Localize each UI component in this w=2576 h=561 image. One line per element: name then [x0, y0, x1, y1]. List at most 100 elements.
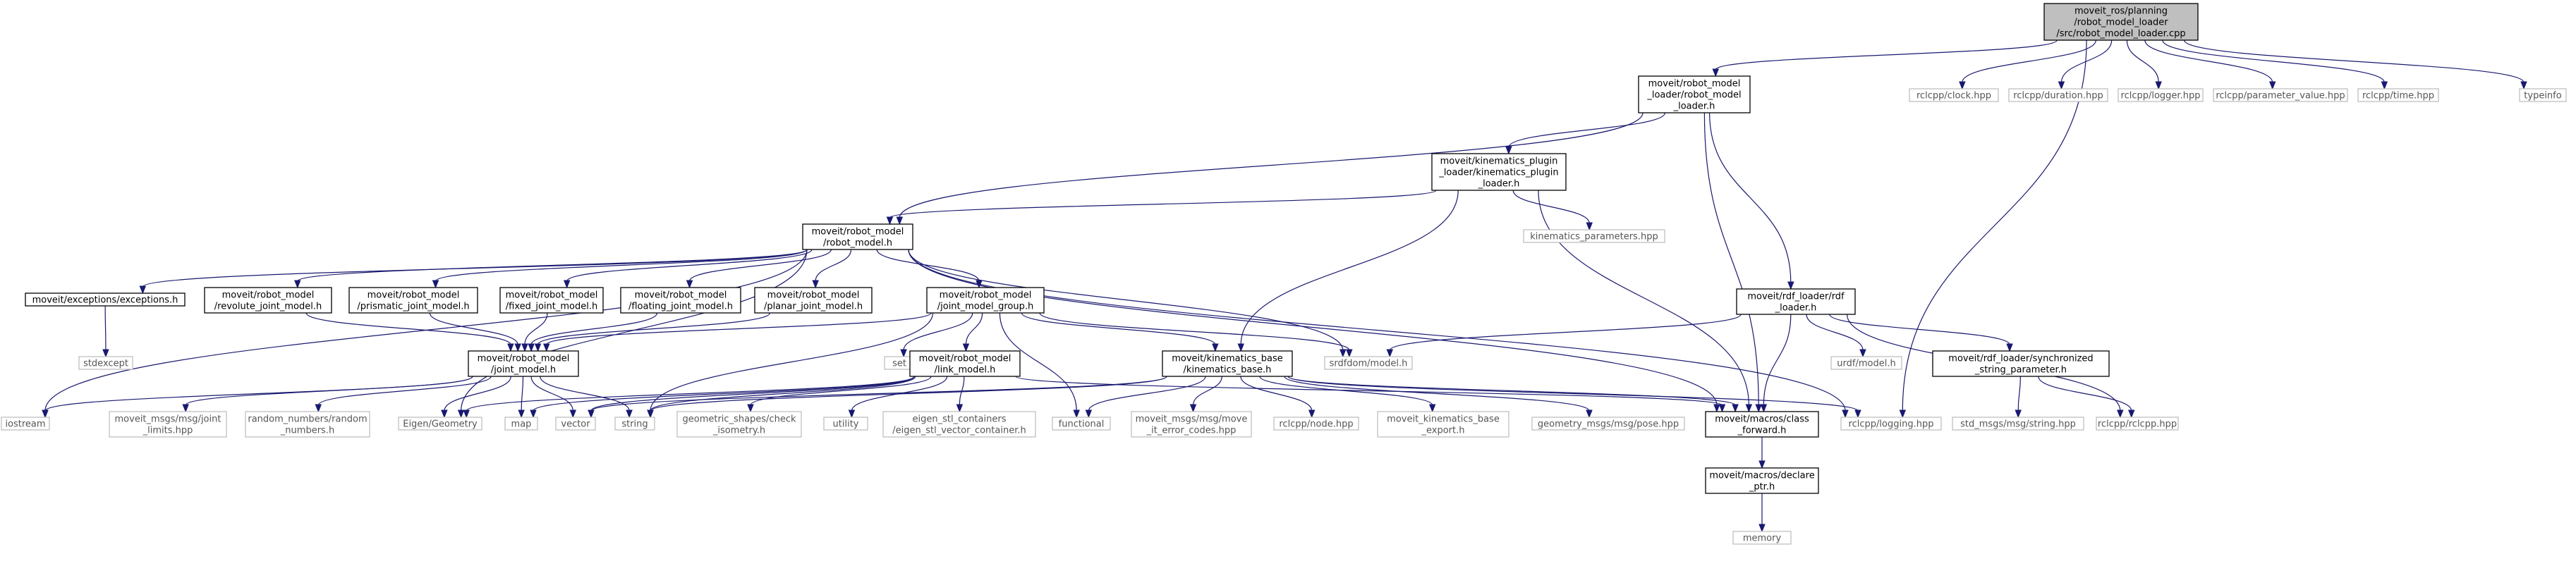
edge-jmg-h-to-srdfdom: [1039, 312, 1350, 351]
node-label-line: /floating_joint_model.h: [628, 302, 733, 312]
node-box: [1732, 531, 1792, 545]
edge-sync-str-h-to-std-msgs-string: [2017, 376, 2021, 412]
edge-link-model-h-to-eigen-geometry: [466, 376, 915, 412]
edge-link-model-h-to-string: [650, 376, 916, 412]
node-label-line: functional: [1059, 419, 1105, 430]
node-box: [1932, 350, 2110, 377]
node-label-line: geometric_shapes/check: [682, 414, 796, 425]
node-box: [1705, 467, 1819, 494]
node-box: [1431, 153, 1567, 191]
arrowhead: [1760, 404, 1768, 413]
node-box: [926, 287, 1045, 314]
node-robot-model-h[interactable]: moveit/robot_model/robot_model.h: [802, 223, 913, 250]
node-link-model-h[interactable]: moveit/robot_model/link_model.h: [909, 350, 1021, 377]
node-sync-str-h[interactable]: moveit/rdf_loader/synchronized_string_pa…: [1932, 350, 2110, 377]
node-declare-ptr-h[interactable]: moveit/macros/declare_ptr.h: [1705, 467, 1819, 494]
node-kinparams: kinematics_parameters.hpp: [1523, 229, 1665, 243]
node-label-line: /joint_model_group.h: [937, 302, 1034, 312]
node-label-line: moveit/robot_model: [478, 354, 570, 364]
node-label-line: typeinfo: [2524, 91, 2561, 101]
arrowhead: [1586, 222, 1593, 231]
edge-joint-model-h-to-joint-limits: [185, 376, 473, 406]
edge-prismatic-h-to-joint-model-h: [429, 312, 518, 345]
node-label-line: _loader/robot_model: [1646, 90, 1741, 101]
node-label-line: moveit_ros/planning: [2074, 6, 2168, 17]
node-label-line: moveit/kinematics_base: [1172, 354, 1283, 364]
node-srdfdom: srdfdom/model.h: [1324, 356, 1413, 370]
arrowhead: [626, 409, 633, 419]
edge-kin-base-h-to-class-fwd-h: [1287, 376, 1736, 406]
arrowhead: [528, 343, 535, 352]
node-label-line: set: [892, 359, 906, 369]
node-std-msgs-string: std_msgs/msg/string.hpp: [1952, 417, 2084, 431]
edge-link-model-h-to-vector: [590, 376, 915, 412]
node-label-line: /robot_model.h: [823, 238, 892, 249]
node-box: [1909, 88, 1999, 102]
node-label-line: geometry_msgs/msg/pose.hpp: [1538, 419, 1679, 430]
edge-rdf-loader-h-to-sync-str-h: [1829, 314, 2010, 345]
node-label-line: _loader/kinematics_plugin: [1438, 168, 1558, 178]
node-kin-base-h[interactable]: moveit/kinematics_base/kinematics_base.h: [1162, 350, 1293, 377]
node-floating-h[interactable]: moveit/robot_model/floating_joint_model.…: [620, 287, 741, 314]
edge-joint-model-h-to-vector: [530, 376, 573, 412]
node-exceptions-h[interactable]: moveit/exceptions/exceptions.h: [25, 292, 186, 307]
edge-jmg-h-to-link-model-h: [965, 312, 983, 345]
arrowhead: [521, 343, 528, 352]
arrowhead: [2381, 81, 2388, 90]
node-time: rclcpp/time.hpp: [2357, 88, 2439, 102]
node-label-line: eigen_stl_containers: [913, 414, 1007, 425]
node-box: [1736, 288, 1856, 315]
edge-exceptions-h-to-stdexcept: [104, 305, 107, 351]
arrowhead: [2268, 81, 2276, 90]
node-label-line: /kinematics_base.h: [1184, 365, 1272, 376]
node-rdf-loader-h[interactable]: moveit/rdf_loader/rdf_loader.h: [1736, 288, 1856, 315]
arrowhead: [514, 343, 521, 352]
edge-robot-model-h-to-planar-h: [815, 249, 852, 282]
arrowhead: [886, 216, 894, 226]
node-label-line: /planar_joint_model.h: [764, 302, 863, 312]
node-label-line: memory: [1743, 534, 1782, 544]
node-fixed-h[interactable]: moveit/robot_model/fixed_joint_model.h: [499, 287, 604, 314]
node-prismatic-h[interactable]: moveit/robot_model/prismatic_joint_model…: [348, 287, 478, 314]
node-label-line: iostream: [5, 419, 45, 430]
edge-root-to-time: [2162, 39, 2385, 83]
node-box: [823, 417, 868, 431]
node-box: [468, 350, 579, 377]
node-label-line: /src/robot_model_loader.cpp: [2056, 29, 2185, 39]
node-label-line: vector: [561, 419, 590, 430]
node-box: [2213, 88, 2348, 102]
edge-root-to-typeinfo: [2184, 39, 2525, 83]
node-root[interactable]: moveit_ros/planning/robot_model_loader/s…: [2043, 3, 2199, 41]
node-iostream: iostream: [1, 417, 50, 431]
node-revolute-h[interactable]: moveit/robot_model/revolute_joint_model.…: [204, 287, 332, 314]
node-move-it-error-codes: moveit_msgs/msg/move_it_error_codes.hpp: [1131, 411, 1252, 438]
node-label-line: rclcpp/logging.hpp: [1849, 419, 1934, 430]
edge-rml-h-to-kpl-h: [1508, 112, 1666, 148]
edge-kpl-h-to-class-fwd-h: [1538, 190, 1749, 406]
node-kpl-h[interactable]: moveit/kinematics_plugin_loader/kinemati…: [1431, 153, 1567, 191]
node-planar-h[interactable]: moveit/robot_model/planar_joint_model.h: [754, 287, 873, 314]
node-clock: rclcpp/clock.hpp: [1909, 88, 1999, 102]
node-label-line: moveit/kinematics_plugin: [1440, 156, 1558, 167]
arrowhead: [1718, 404, 1726, 413]
arrowhead: [1959, 81, 1966, 90]
node-label-line: moveit_msgs/msg/joint: [115, 414, 221, 425]
node-box: [1840, 417, 1942, 431]
node-rml-h[interactable]: moveit/robot_model_loader/robot_model_lo…: [1638, 75, 1751, 113]
edge-robot-model-h-to-srdfdom: [908, 249, 1344, 351]
node-label-line: moveit/robot_model: [812, 227, 904, 238]
arrowhead: [686, 280, 693, 289]
arrowhead: [2128, 409, 2135, 419]
node-jmg-h[interactable]: moveit/robot_model/joint_model_group.h: [926, 287, 1045, 314]
node-label-line: random_numbers/random: [248, 414, 367, 425]
node-class-fwd-h[interactable]: moveit/macros/class_forward.h: [1705, 411, 1819, 438]
node-label-line: string: [621, 419, 648, 430]
edge-joint-model-h-to-eigen-geometry: [444, 376, 511, 412]
node-box: [802, 223, 913, 250]
node-joint-model-h[interactable]: moveit/robot_model/joint_model.h: [468, 350, 579, 377]
node-label-line: _export.h: [1421, 426, 1465, 436]
node-label-line: moveit_kinematics_base: [1387, 414, 1500, 425]
node-box: [204, 287, 332, 314]
edge-robot-model-h-to-floating-h: [688, 249, 832, 282]
